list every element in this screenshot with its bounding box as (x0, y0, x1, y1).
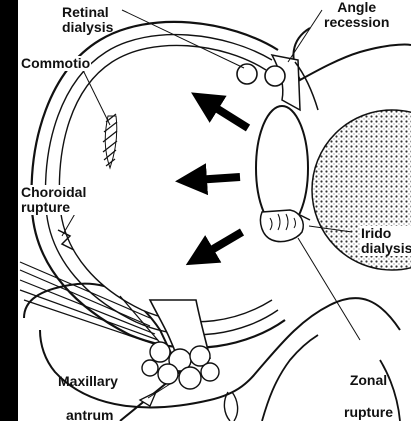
label-choroidal-rupture: Choroidal rupture (20, 185, 87, 215)
label-irido-line2: dialysis (361, 241, 411, 256)
arrow-left (195, 177, 240, 180)
label-zonal-line1: Zonal (344, 364, 393, 396)
label-retinal-line1: Retinal (62, 5, 113, 20)
ciliary-body-lower (260, 210, 303, 242)
label-maxillary-line1: Maxillary (58, 364, 118, 398)
label-zonal-line2: rupture (344, 396, 393, 421)
label-irido-line1: Irido (361, 226, 411, 241)
label-maxillary-line2: antrum (58, 398, 118, 421)
angle-recession-bubble (265, 66, 285, 86)
label-choroidal-line2: rupture (21, 200, 86, 215)
label-iridodialysis: Irido dialysis (360, 226, 411, 256)
label-maxillary-antrum: Maxillary antrum (58, 364, 118, 421)
label-zonal-rupture: Zonal rupture (344, 364, 393, 421)
label-angle-line2: recession (324, 15, 389, 30)
label-choroidal-line1: Choroidal (21, 185, 86, 200)
label-retinal-line2: dialysis (62, 20, 113, 35)
label-angle-line1: Angle (324, 0, 389, 15)
label-angle-recession: Angle recession (324, 0, 389, 30)
retinal-dialysis-bubble (237, 64, 257, 84)
label-retinal-dialysis: Retinal dialysis (62, 5, 113, 35)
label-commotio: Commotio (20, 56, 91, 71)
